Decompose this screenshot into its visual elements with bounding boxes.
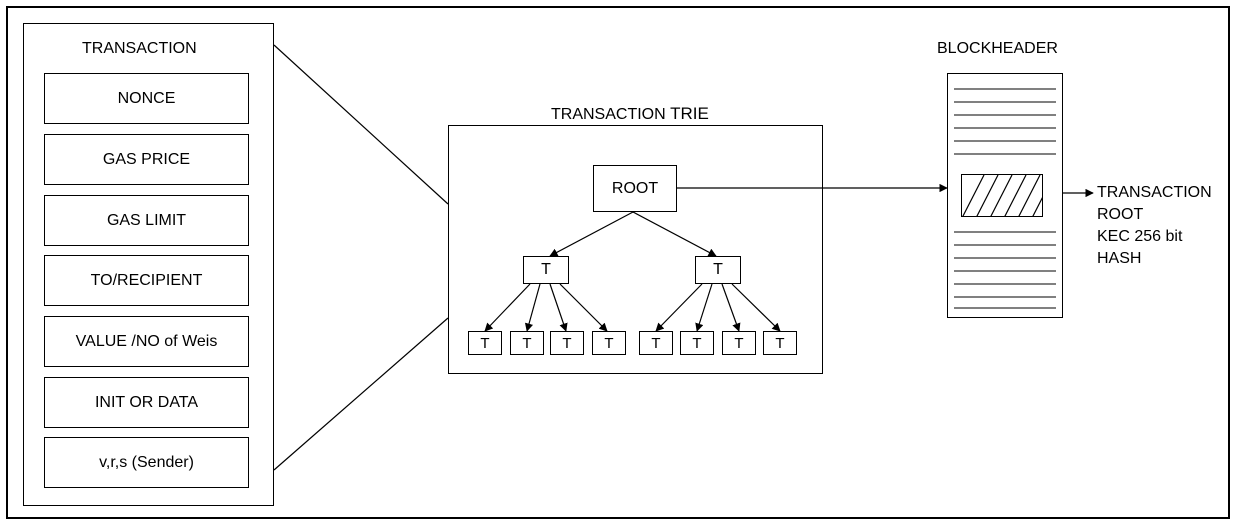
blockheader-rows: [954, 88, 1056, 309]
root-to-right-branch: [632, 211, 717, 257]
output-line: KEC 256 bit: [1097, 228, 1183, 245]
trie-branch-left: T: [523, 256, 569, 284]
trie-title-emph: TRIE: [670, 104, 709, 123]
field-init-data: INIT OR DATA: [44, 377, 249, 428]
trie-leaf: T: [680, 331, 714, 355]
field-nonce: NONCE: [44, 73, 249, 124]
transaction-root-label: TRANSACTION ROOT KEC 256 bit HASH: [1097, 182, 1212, 270]
trie-leaf: T: [510, 331, 544, 355]
transaction-root-hash-field: [961, 174, 1043, 217]
trie-leaf: T: [468, 331, 502, 355]
trie-leaf: T: [550, 331, 584, 355]
trie-leaf: T: [592, 331, 626, 355]
trie-leaf: T: [763, 331, 797, 355]
trie-leaf: T: [722, 331, 756, 355]
output-line: HASH: [1097, 250, 1142, 267]
diagram-frame: [6, 6, 1230, 519]
funnel-line-top: [273, 44, 449, 205]
field-value: VALUE /NO of Weis: [44, 316, 249, 367]
field-gas-price: GAS PRICE: [44, 134, 249, 185]
output-line: ROOT: [1097, 206, 1144, 223]
output-line: TRANSACTION: [1097, 184, 1212, 201]
trie-title-prefix: TRANSACTION: [551, 106, 671, 123]
hatch-pattern: [962, 175, 1042, 216]
blockheader-title: BLOCKHEADER: [937, 40, 1058, 57]
trie-title: TRANSACTION TRIE: [551, 104, 709, 124]
trie-branch-right: T: [695, 256, 741, 284]
transaction-title: TRANSACTION: [82, 40, 197, 57]
funnel-line-bottom: [273, 317, 449, 471]
trie-panel: [448, 125, 823, 374]
trie-root-node: ROOT: [593, 165, 677, 212]
root-to-left-branch: [549, 211, 634, 257]
trie-leaf: T: [639, 331, 673, 355]
field-recipient: TO/RECIPIENT: [44, 255, 249, 306]
field-gas-limit: GAS LIMIT: [44, 195, 249, 246]
field-signature: v,r,s (Sender): [44, 437, 249, 488]
